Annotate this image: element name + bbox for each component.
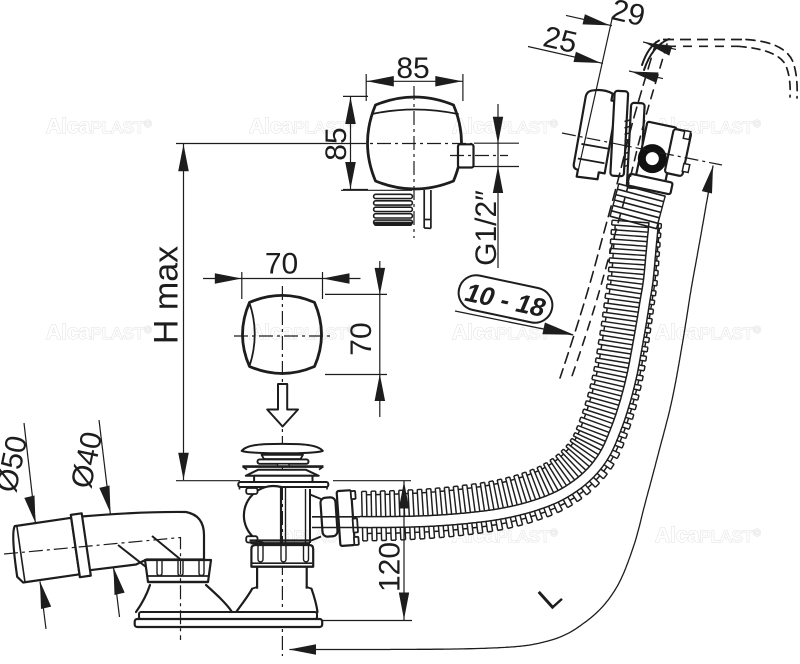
svg-text:AlcaPLAST®: AlcaPLAST®: [249, 321, 355, 344]
svg-text:120: 120: [374, 542, 407, 592]
svg-text:AlcaPLAST®: AlcaPLAST®: [46, 321, 152, 344]
svg-text:70: 70: [345, 322, 378, 355]
svg-text:AlcaPLAST®: AlcaPLAST®: [655, 321, 761, 344]
svg-text:70: 70: [265, 248, 298, 281]
svg-text:AlcaPLAST®: AlcaPLAST®: [452, 115, 558, 138]
svg-text:AlcaPLAST®: AlcaPLAST®: [655, 524, 761, 547]
svg-text:85: 85: [320, 127, 353, 160]
svg-text:AlcaPLAST®: AlcaPLAST®: [46, 115, 152, 138]
svg-text:85: 85: [396, 52, 429, 85]
svg-text:AlcaPLAST®: AlcaPLAST®: [452, 321, 558, 344]
svg-text:H max: H max: [148, 246, 186, 344]
svg-text:G1/2″: G1/2″: [470, 190, 503, 266]
